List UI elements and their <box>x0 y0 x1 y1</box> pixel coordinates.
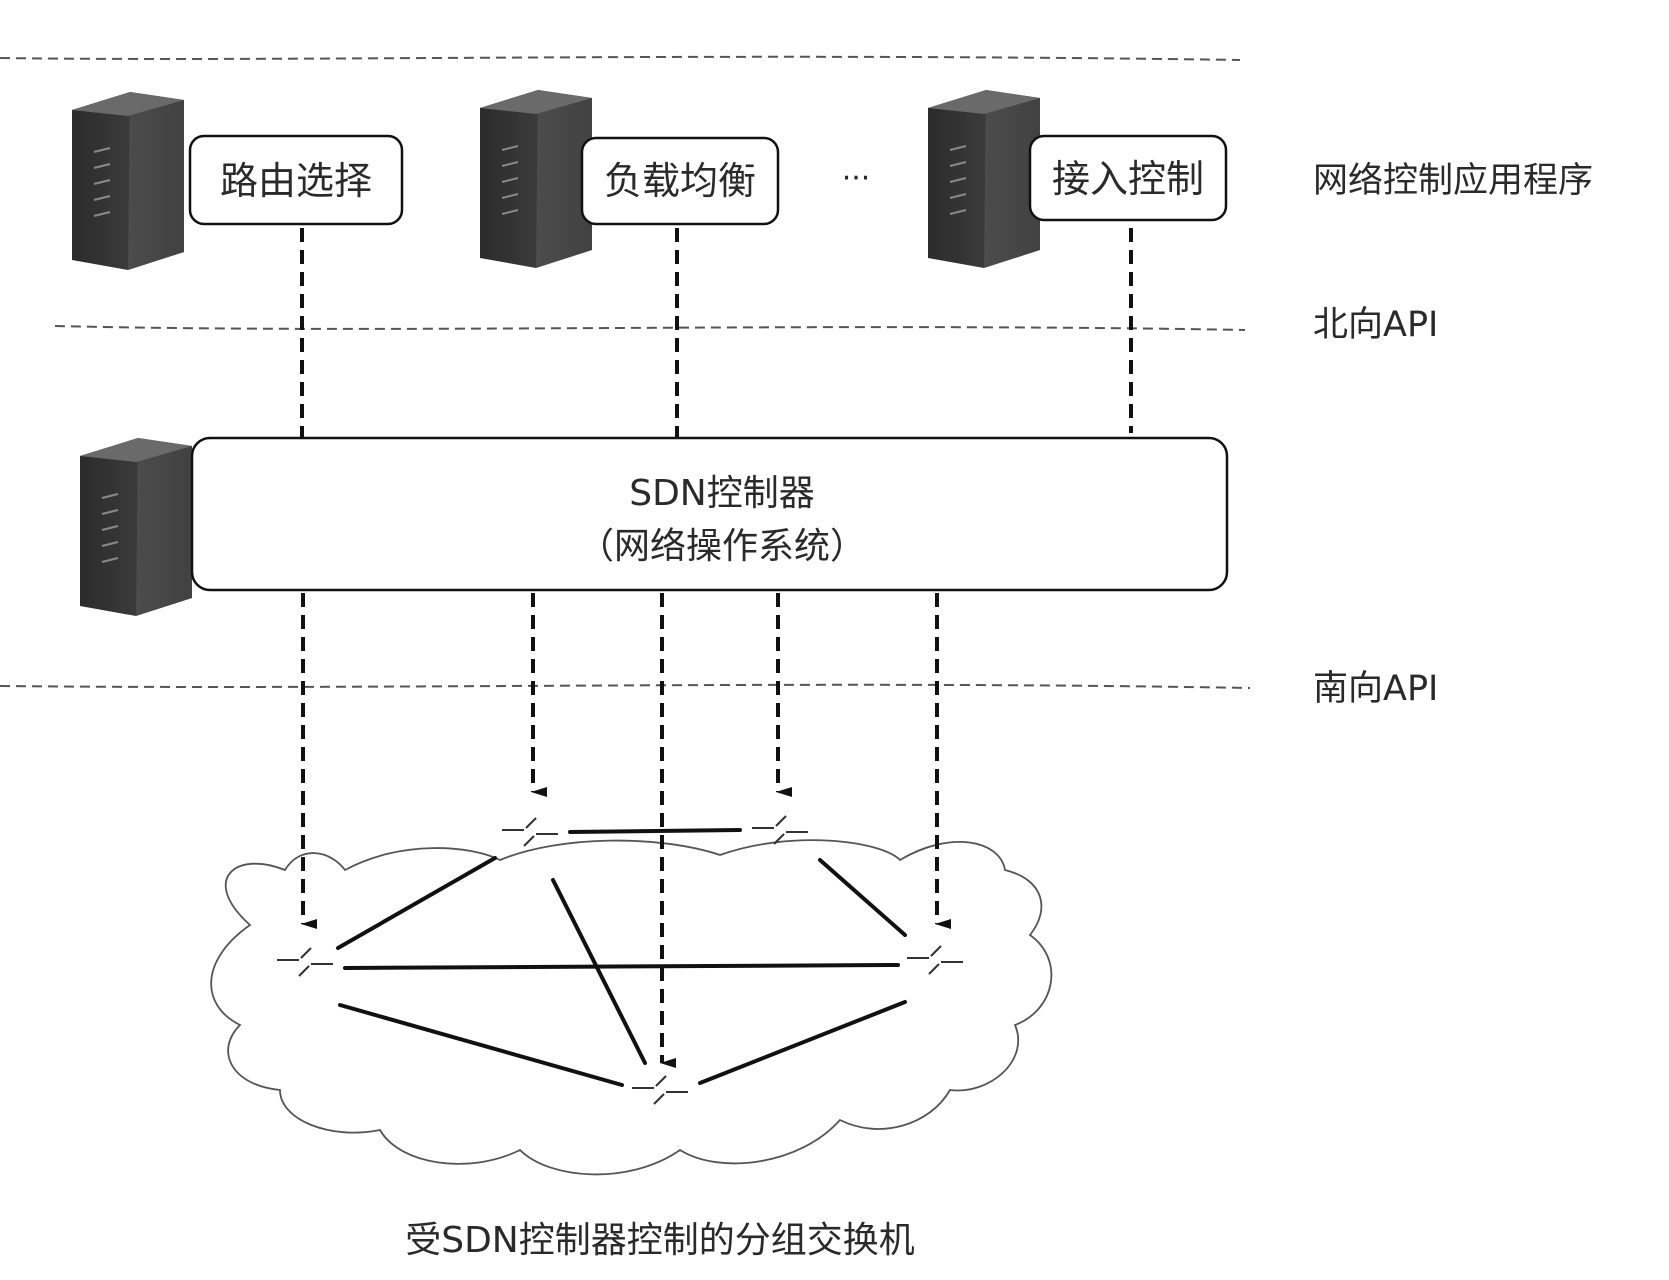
sdn-controller-subtitle: （网络操作系统） <box>578 526 866 567</box>
network-cloud <box>210 839 1053 1176</box>
layer-label-northbound: 北向API <box>1313 305 1438 345</box>
northbound-connectors <box>300 228 1133 443</box>
switch-icon <box>631 1075 689 1105</box>
layer-label-applications: 网络控制应用程序 <box>1313 161 1593 201</box>
server-icon <box>927 89 1041 269</box>
server-icon <box>479 89 593 269</box>
switch-icon <box>276 947 334 977</box>
app-load-balancing-label: 负载均衡 <box>604 159 756 203</box>
server-icon <box>79 437 193 617</box>
switch-links <box>336 828 907 1087</box>
app-routing: 路由选择 <box>188 134 404 226</box>
northbound-divider-line <box>54 325 1246 331</box>
server-icon <box>71 91 185 271</box>
southbound-divider-line <box>0 683 1251 689</box>
top-divider-line <box>0 55 1241 61</box>
sdn-controller: SDN控制器 （网络操作系统） <box>190 436 1229 592</box>
app-access-control: 接入控制 <box>1028 134 1228 222</box>
layer-labels: 网络控制应用程序 北向API 南向API <box>1313 161 1593 709</box>
app-access-control-box <box>1028 134 1228 222</box>
switch-icon <box>501 817 559 847</box>
app-access-control-label: 接入控制 <box>1052 157 1204 201</box>
southbound-connectors <box>301 593 951 1068</box>
layer-label-southbound: 南向API <box>1313 669 1438 709</box>
switch-nodes <box>276 815 964 1105</box>
switch-icon <box>906 945 964 975</box>
layer-dividers <box>0 55 1251 689</box>
network-caption: 受SDN控制器控制的分组交换机 <box>405 1220 915 1261</box>
app-routing-box <box>188 134 404 226</box>
app-routing-label: 路由选择 <box>220 159 372 203</box>
sdn-controller-title: SDN控制器 <box>629 473 815 514</box>
app-load-balancing: 负载均衡 <box>580 136 780 226</box>
sdn-controller-box <box>190 436 1229 592</box>
apps-ellipsis: ··· <box>842 161 871 196</box>
app-load-balancing-box <box>580 136 780 226</box>
